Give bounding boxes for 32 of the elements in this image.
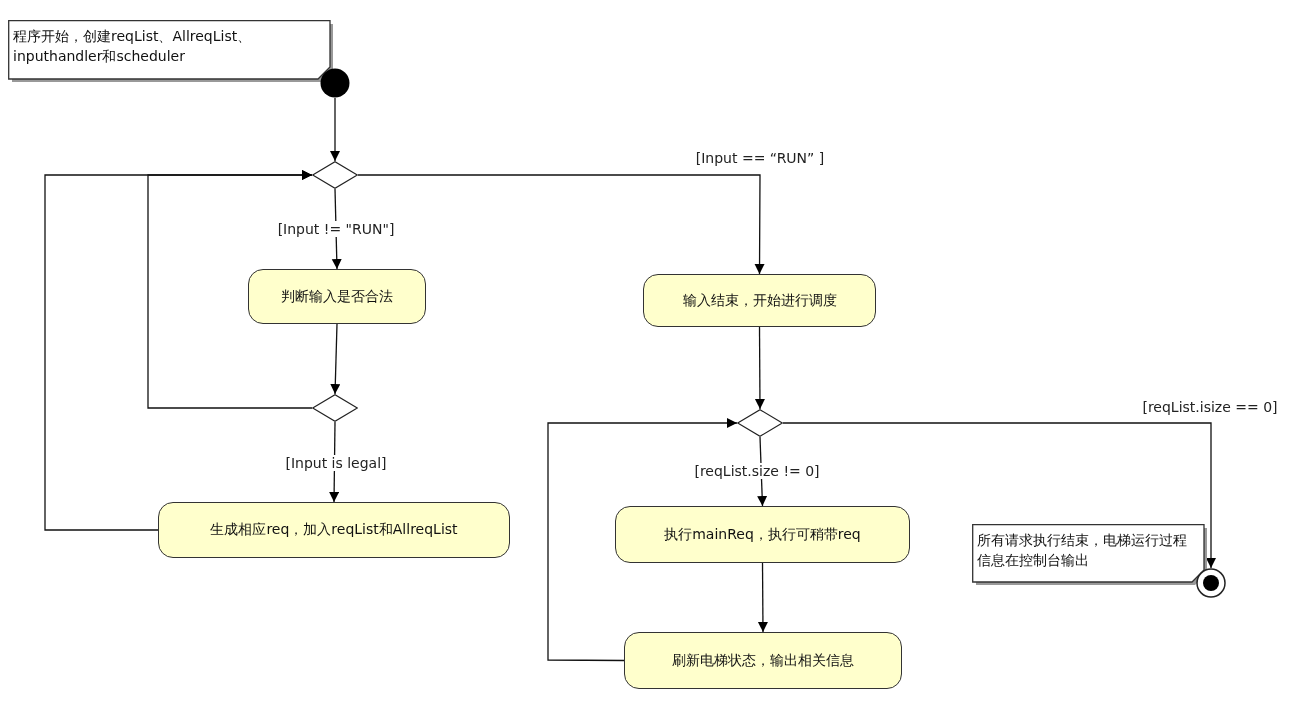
decision-diamond: [737, 409, 783, 437]
arrow: [547, 418, 738, 662]
action-text: 生成相应req，加入reqList和AllreqList: [210, 521, 458, 539]
start-node: [320, 68, 350, 98]
note-text: 所有请求执行结束，电梯运行过程信息在控制台输出: [977, 531, 1188, 570]
action-text: 输入结束，开始进行调度: [682, 291, 837, 310]
action-box: [643, 274, 876, 327]
decision-diamond: [312, 161, 358, 189]
note-box: [8, 20, 334, 83]
note-text: 程序开始，创建reqList、AllreqList、inputhandler和scheduler: [13, 27, 253, 66]
arrow: [757, 562, 768, 633]
action-box: [248, 269, 426, 324]
arrow: [754, 326, 765, 410]
arrow: [44, 170, 313, 531]
arrow: [357, 174, 765, 275]
action-box: [158, 502, 510, 558]
action-box: [615, 506, 910, 563]
edge-label: [reqList.isize == 0]: [1140, 399, 1280, 415]
edge-label: [Input is legal]: [283, 455, 389, 471]
edge-label: [Input == “RUN” ]: [693, 150, 827, 166]
note-box: [972, 524, 1208, 586]
arrow: [330, 97, 340, 162]
action-text: 刷新电梯状态，输出相关信息: [672, 651, 854, 670]
arrow: [330, 323, 341, 395]
action-text: 执行mainReq，执行可稍带req: [664, 525, 861, 544]
action-text: 判断输入是否合法: [281, 287, 393, 306]
edge-label: [Input != "RUN"]: [275, 221, 397, 237]
edge-label: [reqList.size != 0]: [692, 463, 822, 479]
arrow: [782, 422, 1216, 569]
action-box: [624, 632, 902, 689]
decision-diamond: [312, 394, 358, 422]
end-node: [1196, 568, 1226, 598]
